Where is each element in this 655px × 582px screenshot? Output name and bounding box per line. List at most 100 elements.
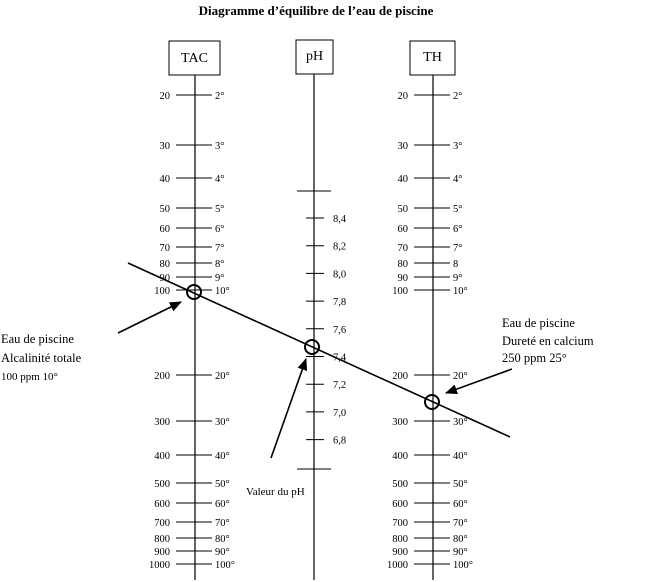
th-scale: 20 2° 30 3° 40 4° 50 5° 60 6° 70 7° 80 8 90 9° 100 10° 200… [387,91,473,571]
ph-value-label: 7,8 [333,297,346,308]
tac-degree-label: 6° [215,224,224,235]
tac-ppm-label: 70 [160,243,171,254]
tac-degree-label: 8° [215,259,224,270]
tac-note-line3: 100 ppm 10° [1,371,58,383]
th-ppm-label: 40 [398,174,409,185]
th-note-arrow [445,368,513,394]
diagram-title: Diagramme d’équilibre de l’eau de piscin… [199,3,434,18]
ph-note-arrow [270,358,308,459]
th-degree-label: 50° [453,479,468,490]
tac-note-arrow [117,301,182,334]
ph-scale: 8,48,28,07,87,67,47,27,06,8 [297,190,347,470]
tac-degree-label: 60° [215,499,230,510]
tac-degree-label: 30° [215,417,230,428]
tac-intersection-marker [186,284,202,300]
th-ppm-label: 300 [392,417,408,428]
tac-degree-label: 2° [215,91,224,102]
th-degree-label: 3° [453,141,462,152]
th-ppm-label: 800 [392,534,408,545]
ph-intersection-marker [304,339,320,355]
th-ppm-label: 50 [398,204,409,215]
tac-ppm-label: 90 [160,273,171,284]
tac-degree-label: 90° [215,547,230,558]
th-ppm-label: 100 [392,286,408,297]
tac-ppm-label: 900 [154,547,170,558]
tac-degree-label: 100° [215,560,235,571]
tac-ppm-label: 600 [154,499,170,510]
tac-ppm-label: 40 [160,174,171,185]
tac-degree-label: 7° [215,243,224,254]
ph-value-label: 8,2 [333,242,346,253]
th-note-line1: Eau de piscine [502,316,575,330]
tac-degree-label: 50° [215,479,230,490]
tac-header: TAC [168,40,221,76]
th-header-label: TH [423,50,442,65]
th-degree-label: 100° [453,560,473,571]
th-ppm-label: 80 [398,259,409,270]
th-ppm-label: 1000 [387,560,408,571]
tac-ppm-label: 80 [160,259,171,270]
th-degree-label: 4° [453,174,462,185]
ph-header-label: pH [306,49,323,64]
th-degree-label: 10° [453,286,468,297]
tac-degree-label: 40° [215,451,230,462]
th-ppm-label: 30 [398,141,409,152]
th-ppm-label: 500 [392,479,408,490]
th-degree-label: 90° [453,547,468,558]
th-degree-label: 5° [453,204,462,215]
th-ppm-label: 90 [398,273,409,284]
th-degree-label: 7° [453,243,462,254]
tac-degree-label: 4° [215,174,224,185]
tac-degree-label: 3° [215,141,224,152]
th-degree-label: 20° [453,371,468,382]
th-degree-label: 9° [453,273,462,284]
tac-ppm-label: 200 [154,371,170,382]
tac-note-line1: Eau de piscine [1,332,74,346]
tac-note-line2: Alcalinité totale [1,351,82,365]
th-intersection-marker [424,394,440,410]
th-note-line3: 250 ppm 25° [502,351,567,365]
tac-ppm-label: 1000 [149,560,170,571]
th-header: TH [409,40,456,76]
ph-value-label: 8,0 [333,269,346,280]
th-ppm-label: 700 [392,518,408,529]
th-ppm-label: 20 [398,91,409,102]
th-degree-label: 40° [453,451,468,462]
th-note-line2: Dureté en calcium [502,334,594,348]
tac-degree-label: 70° [215,518,230,529]
tac-ppm-label: 20 [160,91,171,102]
tac-annotation: Eau de piscine Alcalinité totale 100 ppm… [1,332,82,383]
th-annotation: Eau de piscine Dureté en calcium 250 ppm… [502,316,594,365]
ph-value-label: 7,4 [333,353,347,364]
th-degree-label: 30° [453,417,468,428]
th-degree-label: 6° [453,224,462,235]
ph-annotation: Valeur du pH [246,486,305,498]
ph-header: pH [295,39,334,75]
th-ppm-label: 400 [392,451,408,462]
th-ppm-label: 70 [398,243,409,254]
th-degree-label: 2° [453,91,462,102]
ph-value-label: 6,8 [333,436,346,447]
tac-ppm-label: 800 [154,534,170,545]
th-degree-label: 60° [453,499,468,510]
tac-ppm-label: 700 [154,518,170,529]
tac-degree-label: 80° [215,534,230,545]
th-ppm-label: 900 [392,547,408,558]
tac-degree-label: 10° [215,286,230,297]
ph-value-label: 7,6 [333,325,346,336]
tac-ppm-label: 100 [154,286,170,297]
tac-ppm-label: 400 [154,451,170,462]
th-ppm-label: 60 [398,224,409,235]
ph-value-label: 7,0 [333,408,346,419]
ph-value-label: 7,2 [333,380,346,391]
tac-ppm-label: 60 [160,224,171,235]
th-ppm-label: 200 [392,371,408,382]
tac-degree-label: 5° [215,204,224,215]
tac-ppm-label: 300 [154,417,170,428]
tac-header-label: TAC [181,51,208,66]
th-degree-label: 8 [453,259,458,270]
ph-note-line1: Valeur du pH [246,486,305,498]
tac-degree-label: 20° [215,371,230,382]
